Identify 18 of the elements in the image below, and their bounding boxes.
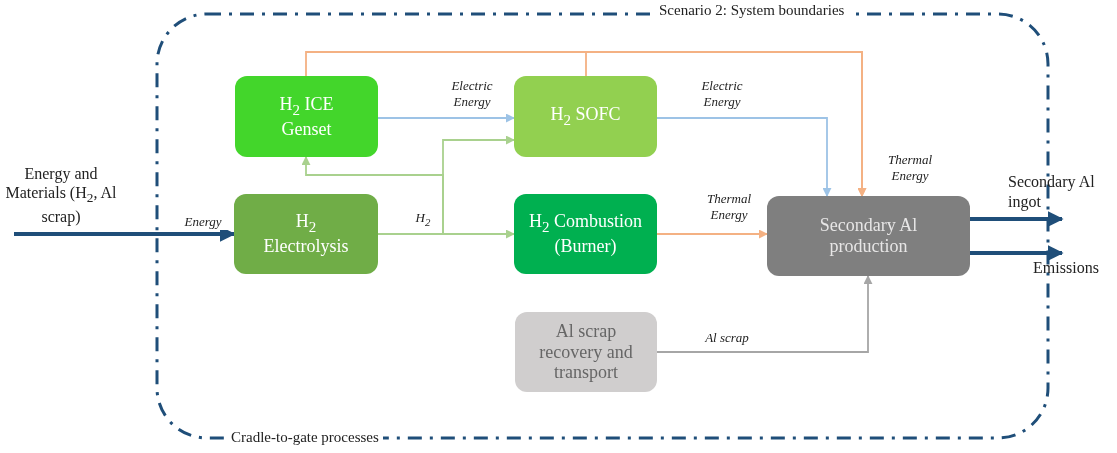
process-box: Secondary Al production: [767, 196, 970, 276]
arrow: [656, 229, 768, 239]
arrow: [585, 51, 867, 197]
arrow: [377, 113, 515, 123]
arrow: [656, 117, 832, 197]
arrow: [970, 211, 1064, 227]
arrow: [377, 229, 515, 239]
process-box: H$_{2}$ Electrolysis: [234, 194, 378, 274]
process-box: H$_{2}$ SOFC: [514, 76, 657, 157]
output-text: Emissions: [1030, 253, 1102, 283]
boundary-title: Scenario 2: System boundaries: [655, 2, 849, 19]
output-text: Secondary Al ingot: [1008, 164, 1116, 219]
process-box: H$_{2}$ ICE Genset: [235, 76, 378, 157]
arrow: [970, 245, 1064, 261]
arrow: [656, 275, 873, 353]
process-box: H$_{2}$ Combustion (Burner): [514, 194, 657, 274]
process-box: Al scrap recovery and transport: [515, 312, 657, 392]
input-text: Energy and Materials (H$_{2}$, Al scrap): [0, 156, 122, 234]
